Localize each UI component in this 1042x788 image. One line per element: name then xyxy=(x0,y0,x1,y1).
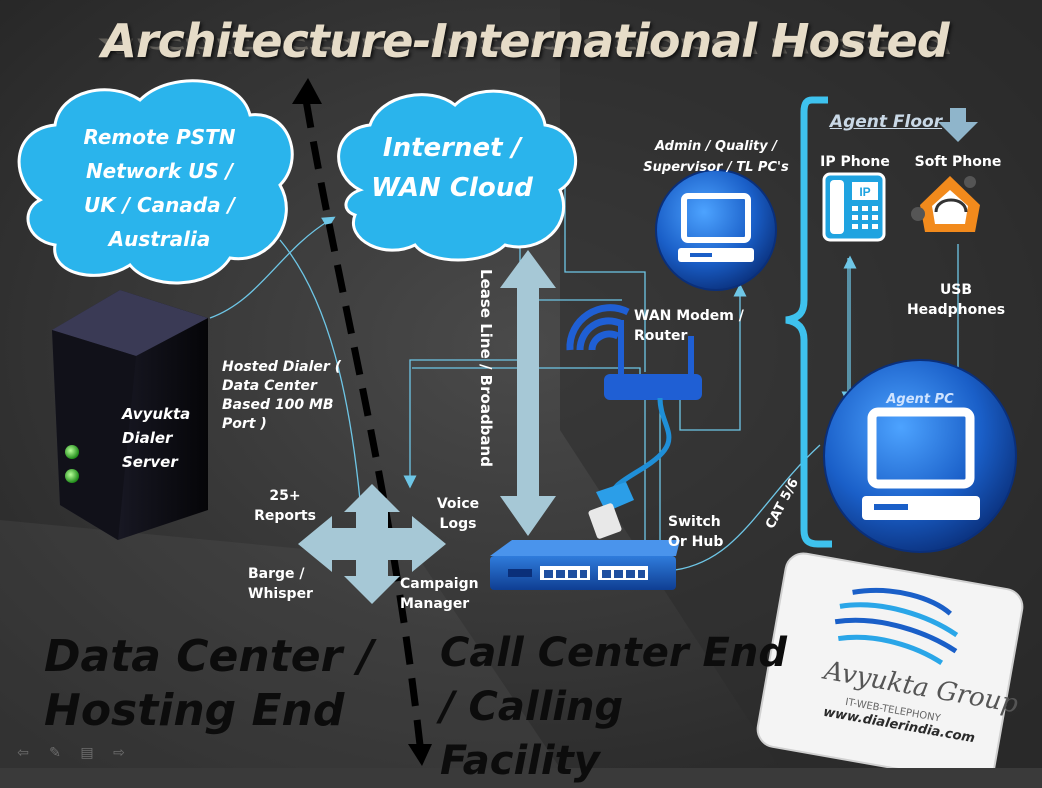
soft-phone-icon xyxy=(911,176,980,232)
pstn-cloud xyxy=(17,79,294,285)
soft-phone-label: Soft Phone xyxy=(914,154,1002,170)
architecture-diagram: IP Avyukta Group IT-WEB-TELEPHONY www.di… xyxy=(0,0,1042,768)
ip-phone-icon: IP xyxy=(822,172,886,242)
internet-cloud xyxy=(337,89,577,262)
globe-swoosh-icon xyxy=(834,587,959,665)
agent-pc-label: Agent PC xyxy=(886,392,954,407)
usb-headphones-label: USB Headphones xyxy=(906,282,1006,318)
admin-pc-icon xyxy=(655,169,777,291)
ethernet-cable-icon xyxy=(588,397,672,539)
divider-arrow xyxy=(292,78,432,766)
server-label: Avyukta Dialer Server xyxy=(122,405,191,471)
four-way-arrow xyxy=(298,484,446,604)
data-center-end-label: Data Center / Hosting End xyxy=(44,631,374,736)
down-arrow-icon xyxy=(938,108,978,142)
agent-floor-title: Agent Floor xyxy=(829,112,943,132)
switch-icon xyxy=(490,540,680,590)
lease-line-label: Lease Line / Broadband xyxy=(477,269,495,467)
slide-menu-icon[interactable]: ▤ xyxy=(80,745,94,761)
ip-phone-label: IP Phone xyxy=(820,154,890,170)
agent-pc-icon xyxy=(823,359,1017,553)
campaign-manager-label: Campaign Manager xyxy=(400,576,479,612)
agent-floor-bracket xyxy=(785,96,832,548)
pen-icon[interactable]: ✎ xyxy=(49,745,61,761)
page-title: Architecture-International Hosted xyxy=(101,14,949,68)
dialer-server xyxy=(52,290,208,540)
voice-logs-label: Voice Logs xyxy=(436,496,480,532)
switch-label: Switch Or Hub xyxy=(668,514,724,550)
hosted-dialer-label: Hosted Dialer ( Data Center Based 100 MB… xyxy=(222,359,342,432)
barge-whisper-label: Barge / Whisper xyxy=(248,566,313,602)
background-panel-light xyxy=(0,520,560,768)
next-slide-icon[interactable]: ⇨ xyxy=(113,745,125,761)
admin-pc-label: Admin / Quality / Supervisor / TL PC's xyxy=(643,139,789,175)
lease-line-arrow xyxy=(500,250,556,536)
avyukta-logo-card: Avyukta Group IT-WEB-TELEPHONY xyxy=(756,552,1024,768)
call-center-end-label: Call Center End / Calling Facility xyxy=(440,630,787,784)
svg-text:IP: IP xyxy=(859,185,870,199)
reports-label: 25+ Reports xyxy=(254,488,316,524)
previous-slide-icon[interactable]: ⇦ xyxy=(17,745,29,761)
pstn-cloud-label: Remote PSTN Network US / UK / Canada / A… xyxy=(83,125,236,251)
wan-modem-label: WAN Modem / Router xyxy=(634,308,744,344)
wan-router-icon xyxy=(566,304,702,400)
internet-cloud-label: Internet / WAN Cloud xyxy=(371,133,533,203)
slide-nav: ⇦ ✎ ▤ ⇨ xyxy=(14,746,128,760)
